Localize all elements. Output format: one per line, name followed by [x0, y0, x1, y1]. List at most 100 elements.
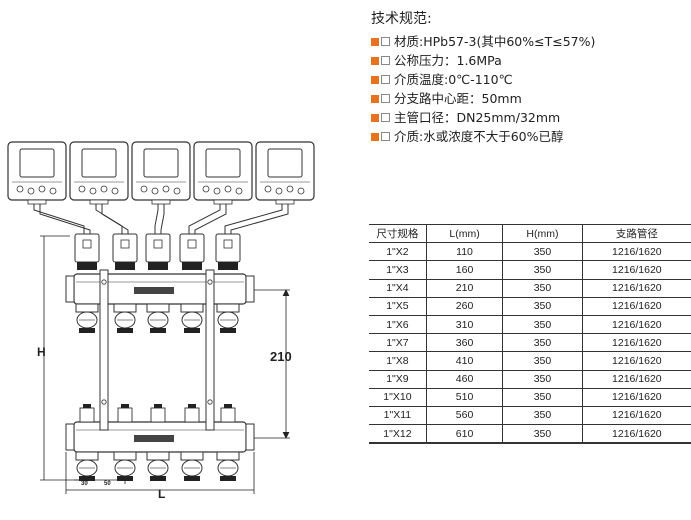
- actuator-collar: [218, 262, 238, 270]
- return-valve-cap: [121, 404, 129, 408]
- table-cell: 350: [502, 351, 583, 371]
- manifold-drawing: H 210 L 30 50: [7, 141, 315, 501]
- table-cell: 1"X6: [369, 315, 427, 335]
- return-valve: [79, 407, 95, 423]
- outlet-nut: [75, 303, 99, 313]
- actuator-window: [223, 239, 233, 249]
- outlet-nut: [216, 451, 240, 461]
- spec-item: 主管口径：DN25mm/32mm: [371, 108, 595, 127]
- table-cell: 1216/1620: [581, 388, 691, 407]
- table-cell: 1216/1620: [581, 297, 691, 316]
- checkbox-square-icon: [381, 132, 390, 141]
- thermostat-screen: [19, 148, 55, 178]
- table-cell: 1"X9: [369, 370, 427, 389]
- actuator-collar: [148, 262, 168, 270]
- control-wire: [95, 204, 123, 236]
- bracket-bar: [205, 269, 215, 431]
- actuator-collar: [115, 262, 135, 270]
- thermostat-button-icon: [213, 187, 221, 195]
- table-cell: 1"X8: [369, 351, 427, 371]
- spec-item-text: 分支路中心距：50mm: [394, 91, 522, 106]
- spec-title: 技术规范:: [371, 11, 432, 27]
- bullet-square-icon: [371, 75, 379, 84]
- thermostat-base: [275, 199, 295, 205]
- table-cell: 350: [502, 242, 583, 262]
- thermostat-screen: [205, 148, 241, 178]
- table-cell: 1216/1620: [581, 351, 691, 371]
- outlet-ring: [150, 476, 166, 481]
- thermostat-button-icon: [297, 187, 305, 195]
- bracket-screw-icon: [101, 399, 107, 405]
- checkbox-square-icon: [381, 94, 390, 103]
- outlet-nut: [113, 451, 137, 461]
- actuator-group: [74, 233, 241, 270]
- table-cell: 610: [425, 424, 503, 445]
- dim-30-label: 30: [81, 481, 88, 487]
- dim-50-label: 50: [104, 481, 111, 487]
- control-wire: [160, 204, 165, 236]
- brand-logo: [134, 435, 174, 442]
- actuator-window: [187, 239, 197, 249]
- table-cell: 1216/1620: [581, 333, 691, 353]
- table-cell: 350: [502, 315, 583, 335]
- thermostat-button-icon: [49, 187, 57, 195]
- fitting-group: [75, 303, 240, 481]
- table-cell: 1216/1620: [581, 424, 691, 445]
- control-wire: [39, 204, 91, 236]
- spec-item: 分支路中心距：50mm: [371, 89, 595, 108]
- header-end-cap: [245, 275, 255, 303]
- outlet-ring: [220, 476, 236, 481]
- table-cell: 560: [425, 406, 503, 426]
- outlet-ring: [184, 476, 200, 481]
- table-header-row: 尺寸规格 L(mm) H(mm) 支路管径: [369, 223, 691, 244]
- table-cell: 350: [502, 406, 583, 426]
- thermostat-button-icon: [140, 185, 148, 193]
- table-cell: 350: [502, 424, 583, 445]
- thermostat-button-icon: [235, 187, 243, 195]
- dim-210-label: 210: [270, 349, 292, 364]
- checkbox-square-icon: [381, 113, 390, 122]
- bullet-square-icon: [371, 132, 379, 141]
- spec-item: 材质:HPb57-3(其中60%≤T≤57%): [371, 32, 595, 51]
- thermostat-button-icon: [151, 187, 159, 195]
- table-header-h: H(mm): [502, 223, 583, 244]
- dim-arrow-icon: [282, 431, 290, 439]
- outlet-nut: [146, 451, 170, 461]
- return-valve-cap: [224, 404, 232, 408]
- checkbox-square-icon: [381, 56, 390, 65]
- thermostat-screen: [143, 148, 179, 178]
- table-cell: 210: [425, 279, 503, 298]
- table-cell: 310: [425, 315, 503, 335]
- table-cell: 1"X5: [369, 297, 427, 316]
- actuator-window: [153, 239, 163, 249]
- outlet-nut: [216, 303, 240, 313]
- actuator-collar: [182, 262, 202, 270]
- table-cell: 1"X3: [369, 260, 427, 280]
- spec-item-text: 主管口径：DN25mm/32mm: [394, 110, 561, 125]
- thermostat-button-icon: [16, 185, 24, 193]
- table-cell: 1216/1620: [581, 279, 691, 298]
- thermostat-base: [27, 199, 47, 205]
- return-valve: [184, 407, 200, 423]
- control-wire: [188, 204, 221, 236]
- table-cell: 1"X12: [369, 424, 427, 445]
- table-cell: 350: [502, 370, 583, 389]
- thermostat-button-icon: [27, 187, 35, 195]
- outlet-ring: [117, 328, 133, 333]
- thermostat-button-icon: [264, 185, 272, 193]
- control-wire: [33, 204, 85, 236]
- table-cell: 410: [425, 351, 503, 371]
- thermostat-button-icon: [78, 185, 86, 193]
- table-cell: 1"X4: [369, 279, 427, 298]
- bullet-square-icon: [371, 113, 379, 122]
- return-valve-cap: [83, 404, 91, 408]
- table-cell: 350: [502, 388, 583, 407]
- control-wire: [230, 204, 289, 236]
